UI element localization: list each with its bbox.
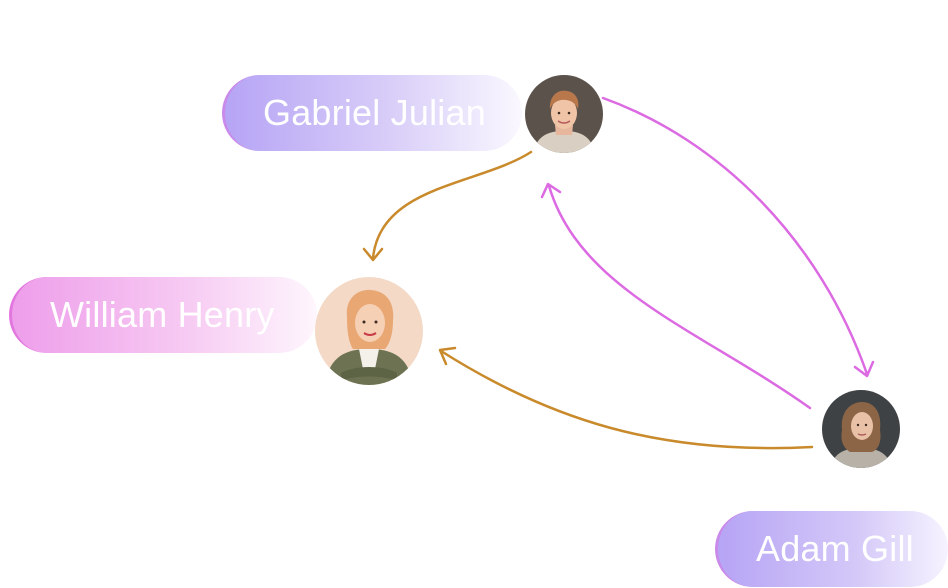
arrow-gabriel-to-adam [601, 96, 869, 376]
name-label-adam: Adam Gill [756, 528, 914, 569]
arrow-adam-to-gabriel [547, 184, 812, 410]
name-label-gabriel: Gabriel Julian [263, 92, 486, 133]
name-pill-adam: Adam Gill [715, 511, 948, 587]
name-pill-william: William Henry [9, 277, 317, 353]
arrowhead-gabriel-to-adam [853, 360, 875, 378]
name-pill-gabriel: Gabriel Julian [222, 75, 522, 151]
avatar-adam [822, 390, 900, 468]
avatar-gabriel [525, 75, 603, 153]
arrowhead-adam-to-gabriel [540, 182, 562, 199]
arrowhead-adam-to-william [438, 346, 457, 366]
arrowhead-gabriel-to-william [362, 247, 384, 262]
name-label-william: William Henry [50, 294, 275, 335]
arrow-gabriel-to-william [371, 150, 533, 260]
arrow-adam-to-william [439, 349, 814, 450]
avatar-william [315, 277, 423, 385]
